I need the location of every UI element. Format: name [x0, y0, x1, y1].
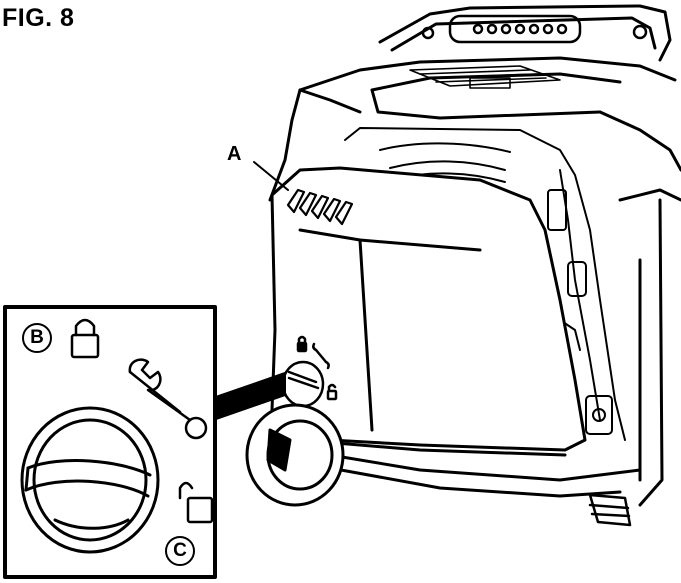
callout-c: C: [165, 536, 195, 566]
wrench-icon: [128, 358, 208, 440]
lock-open-icon: [178, 481, 214, 524]
lock-closed-icon: [70, 318, 100, 359]
label-a: A: [227, 143, 242, 165]
figure-title: FIG. 8: [2, 4, 75, 32]
carry-handle: [421, 14, 648, 44]
top-vent-grille: [409, 65, 561, 89]
callout-b: B: [22, 323, 52, 353]
panel-louvres: [286, 188, 354, 226]
inset-knob: [20, 406, 160, 554]
foot: [588, 493, 632, 527]
generator-body: [268, 4, 681, 507]
leader-line-a: [253, 161, 289, 191]
wheel: [245, 403, 345, 507]
